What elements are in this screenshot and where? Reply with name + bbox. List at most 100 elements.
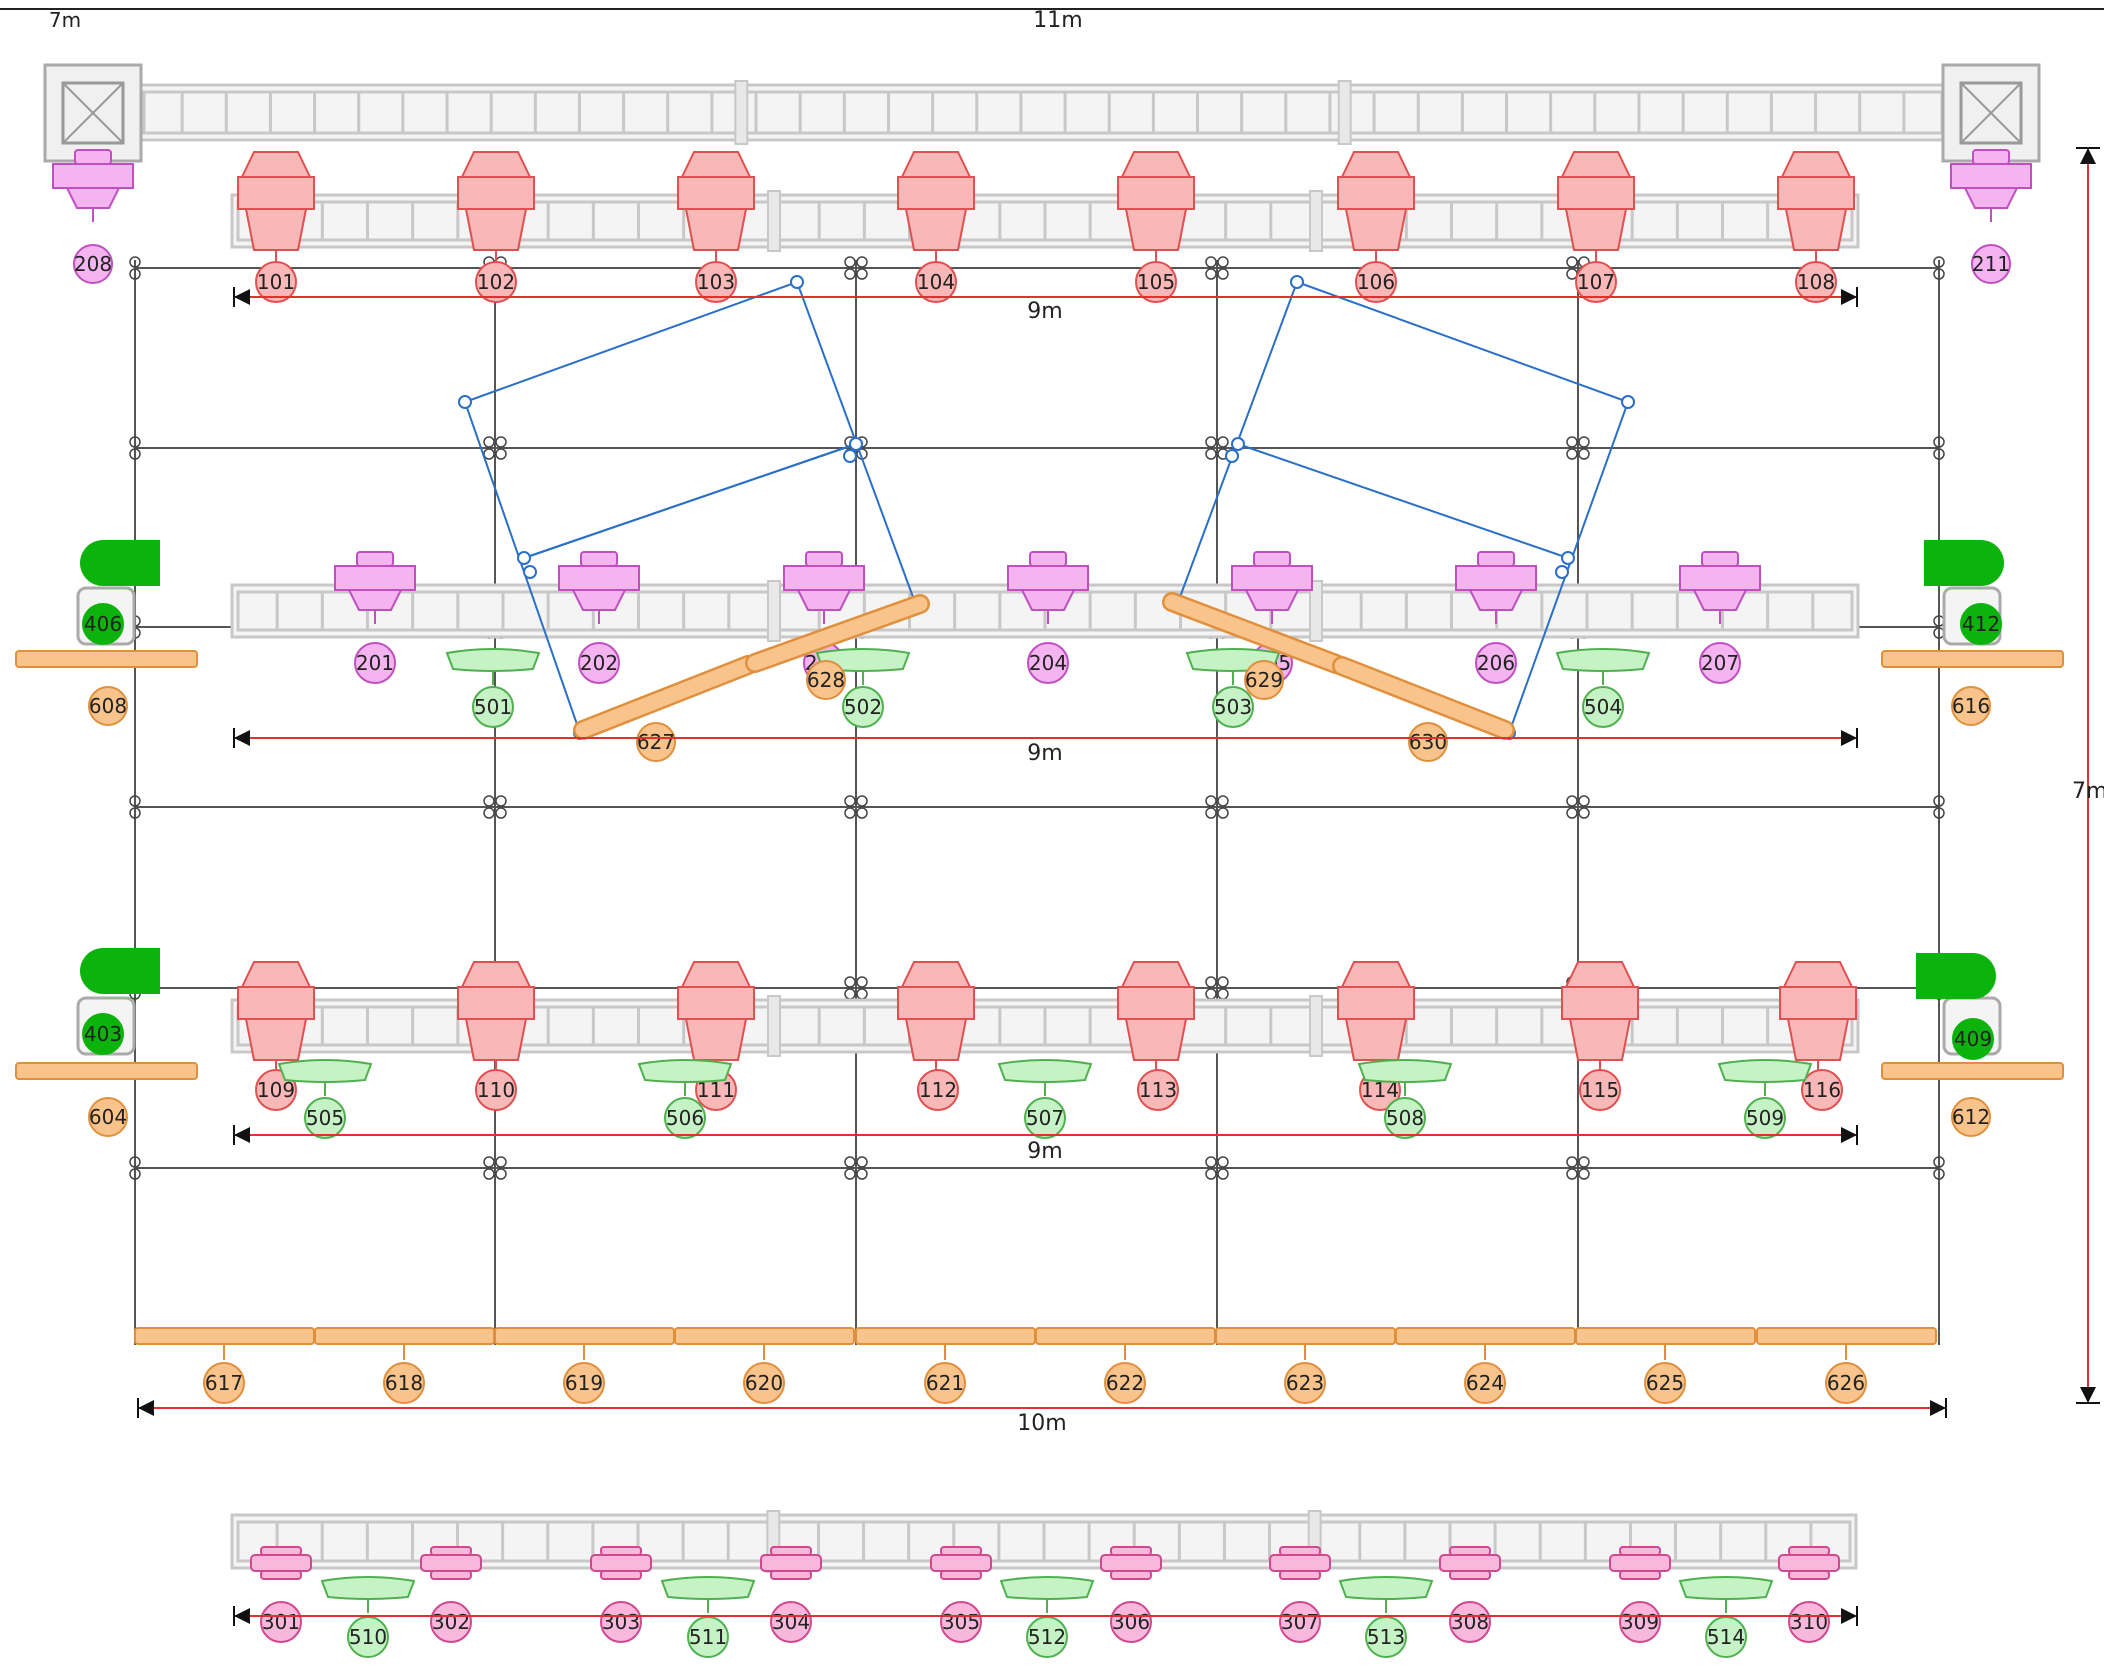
grid-node-ring [1217, 268, 1229, 280]
pink-floor-label-306-circle [1110, 1601, 1152, 1643]
orange-label-627-circle [636, 722, 676, 762]
orange-bar-612 [1881, 1062, 2064, 1080]
pink-fixture-top [1253, 551, 1291, 567]
pink-floor-fixture-304 [760, 1546, 822, 1580]
red-label-108: 108 [1795, 261, 1837, 303]
green-label-504: 504 [1582, 686, 1624, 728]
pink-floor-label-310-circle [1788, 1601, 1830, 1643]
blue-node [843, 449, 857, 463]
pink-floor-top [600, 1546, 642, 1556]
red-fixture-base [1784, 208, 1848, 251]
pink-floor-top [770, 1546, 812, 1556]
pink-label-207-label: 207 [1701, 651, 1739, 675]
truss-joint [1309, 190, 1323, 252]
grid-node [1566, 1156, 1590, 1180]
grid-node [844, 256, 868, 280]
pink-fixture-208 [52, 149, 134, 222]
red-label-106-label: 106 [1357, 270, 1395, 294]
pink-floor-body [250, 1554, 312, 1572]
pink-fixture-base [1020, 589, 1076, 611]
pink-fixture-base [1963, 187, 2019, 209]
orange-angled-630a [1334, 658, 1513, 738]
green-fixture-505 [277, 1059, 373, 1096]
pink-floor-label-303-label: 303 [602, 1610, 640, 1634]
pink-floor-fixture-302 [420, 1546, 482, 1580]
pink-label-201-label: 201 [356, 651, 394, 675]
orange-label-616-circle [1951, 686, 1991, 726]
green-floor-label-510: 510 [347, 1616, 389, 1658]
corner-x [1960, 82, 2022, 144]
dark-green-head-409 [1916, 953, 1996, 999]
orange-floor-label-620: 620 [743, 1362, 785, 1404]
green-label-508-label: 508 [1386, 1106, 1424, 1130]
pink-fixture-base [65, 187, 121, 209]
grid-node-ring [1933, 256, 1945, 268]
truss-joint [1309, 580, 1323, 642]
dim-row2-span-label: 9m [1027, 741, 1062, 766]
dimensions-layer [137, 147, 2100, 1626]
grid-node-ring [1217, 795, 1229, 807]
grid-node-ring [844, 795, 856, 807]
red-fixture-base [244, 208, 308, 251]
red-label-103-label: 103 [697, 270, 735, 294]
dark-green-label-409: 409 [1952, 1018, 1994, 1060]
red-label-109-label: 109 [257, 1078, 295, 1102]
grid-node-ring [1933, 795, 1945, 807]
red-label-113-label: 113 [1139, 1078, 1177, 1102]
orange-floor-label-621: 621 [924, 1362, 966, 1404]
pink-floor-bottom [1788, 1570, 1830, 1580]
pink-label-204-label: 204 [1029, 651, 1067, 675]
green-label-503-circle [1212, 686, 1254, 728]
pink-fixture-yoke [1679, 565, 1761, 591]
orange-label-629: 629 [1244, 660, 1284, 700]
red-fixture-yoke [897, 176, 975, 210]
green-fixture-514 [1678, 1576, 1774, 1613]
red-fixture-yoke [237, 986, 315, 1020]
green-label-503-label: 503 [1214, 695, 1252, 719]
red-label-103: 103 [695, 261, 737, 303]
red-fixture-103 [677, 151, 755, 264]
pink-floor-label-309-label: 309 [1621, 1610, 1659, 1634]
pink-floor-label-308-label: 308 [1451, 1610, 1489, 1634]
orange-floor-label-622-label: 622 [1106, 1371, 1144, 1395]
dark-green-label-409-label: 409 [1954, 1027, 1992, 1051]
dim-row1-arrow-left [234, 289, 250, 305]
pink-fixture-base [796, 589, 852, 611]
red-fixture-104 [897, 151, 975, 264]
orange-floor-label-619: 619 [563, 1362, 605, 1404]
corner-x [62, 82, 124, 144]
red-fixture-105 [1117, 151, 1195, 264]
corner-inner [1959, 81, 2023, 145]
green-label-504-label: 504 [1584, 695, 1622, 719]
grid-node-ring [856, 268, 868, 280]
orange-floor-label-626-label: 626 [1827, 1371, 1865, 1395]
orange-angled-627a [575, 657, 756, 738]
grid-node-ring [1933, 1168, 1945, 1180]
grid-node-ring [129, 268, 141, 280]
pink-fixture-yoke [1455, 565, 1537, 591]
red-fixture-yoke [677, 176, 755, 210]
grid-node-ring [1933, 1156, 1945, 1168]
pink-floor-body [760, 1554, 822, 1572]
dark-green-label-409-circle [1952, 1018, 1994, 1060]
pink-floor-label-306-label: 306 [1112, 1610, 1150, 1634]
grid-node-ring [856, 807, 868, 819]
blue-frames-layer [458, 275, 1635, 740]
orange-floor-bar-623 [1215, 1327, 1396, 1345]
grid-node-ring [844, 256, 856, 268]
red-fixture-top [1120, 151, 1192, 178]
truss-joint [767, 995, 781, 1057]
orange-floor-label-624-label: 624 [1466, 1371, 1504, 1395]
grid-node-ring [1566, 448, 1578, 460]
pink-floor-label-309-circle [1619, 1601, 1661, 1643]
pink-floor-body [1609, 1554, 1671, 1572]
orange-floor-bar-619 [494, 1327, 675, 1345]
orange-floor-label-622: 622 [1104, 1362, 1146, 1404]
green-label-505-circle [304, 1097, 346, 1139]
truss-joint [1309, 995, 1323, 1057]
red-fixture-base [1564, 208, 1628, 251]
pink-floor-label-301-circle [260, 1601, 302, 1643]
green-fixture-512 [999, 1576, 1095, 1613]
red-label-105-circle [1135, 261, 1177, 303]
pink-floor-fixture-307 [1269, 1546, 1331, 1580]
